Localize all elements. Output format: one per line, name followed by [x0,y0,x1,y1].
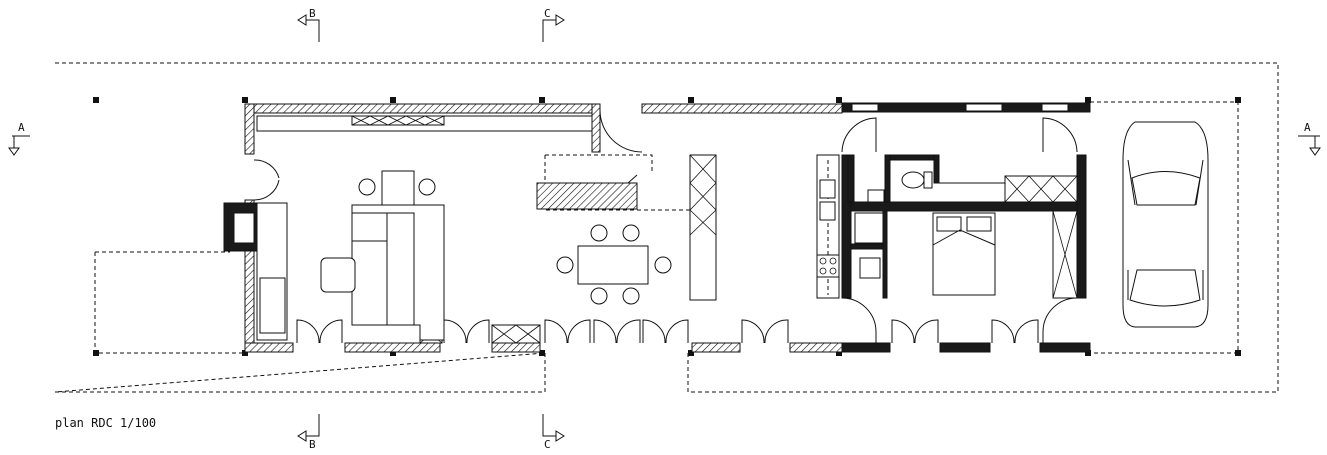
section-marker-c-top: C [542,7,565,42]
section-label: A [18,121,25,134]
bed [932,212,996,296]
living-room-furniture [256,170,445,341]
car [1122,121,1209,328]
section-marker-a-right: A [1298,121,1321,156]
column-markers [93,97,1241,356]
staircase [536,174,638,210]
section-label: B [309,7,316,20]
section-marker-b-bottom: B [297,414,320,451]
dining-furniture [556,224,672,305]
section-label: B [309,438,316,451]
bathroom-fixtures [854,171,933,279]
section-marker-b-top: B [297,7,320,42]
doors [253,109,1078,344]
section-label: A [1304,121,1311,134]
section-label: C [544,438,551,451]
section-label: C [544,7,551,20]
kitchen-counter [816,154,840,299]
section-marker-c-bottom: C [542,414,565,451]
plan-caption: plan RDC 1/100 [55,416,156,430]
section-marker-a-left: A [8,121,30,156]
walls [223,102,1091,353]
